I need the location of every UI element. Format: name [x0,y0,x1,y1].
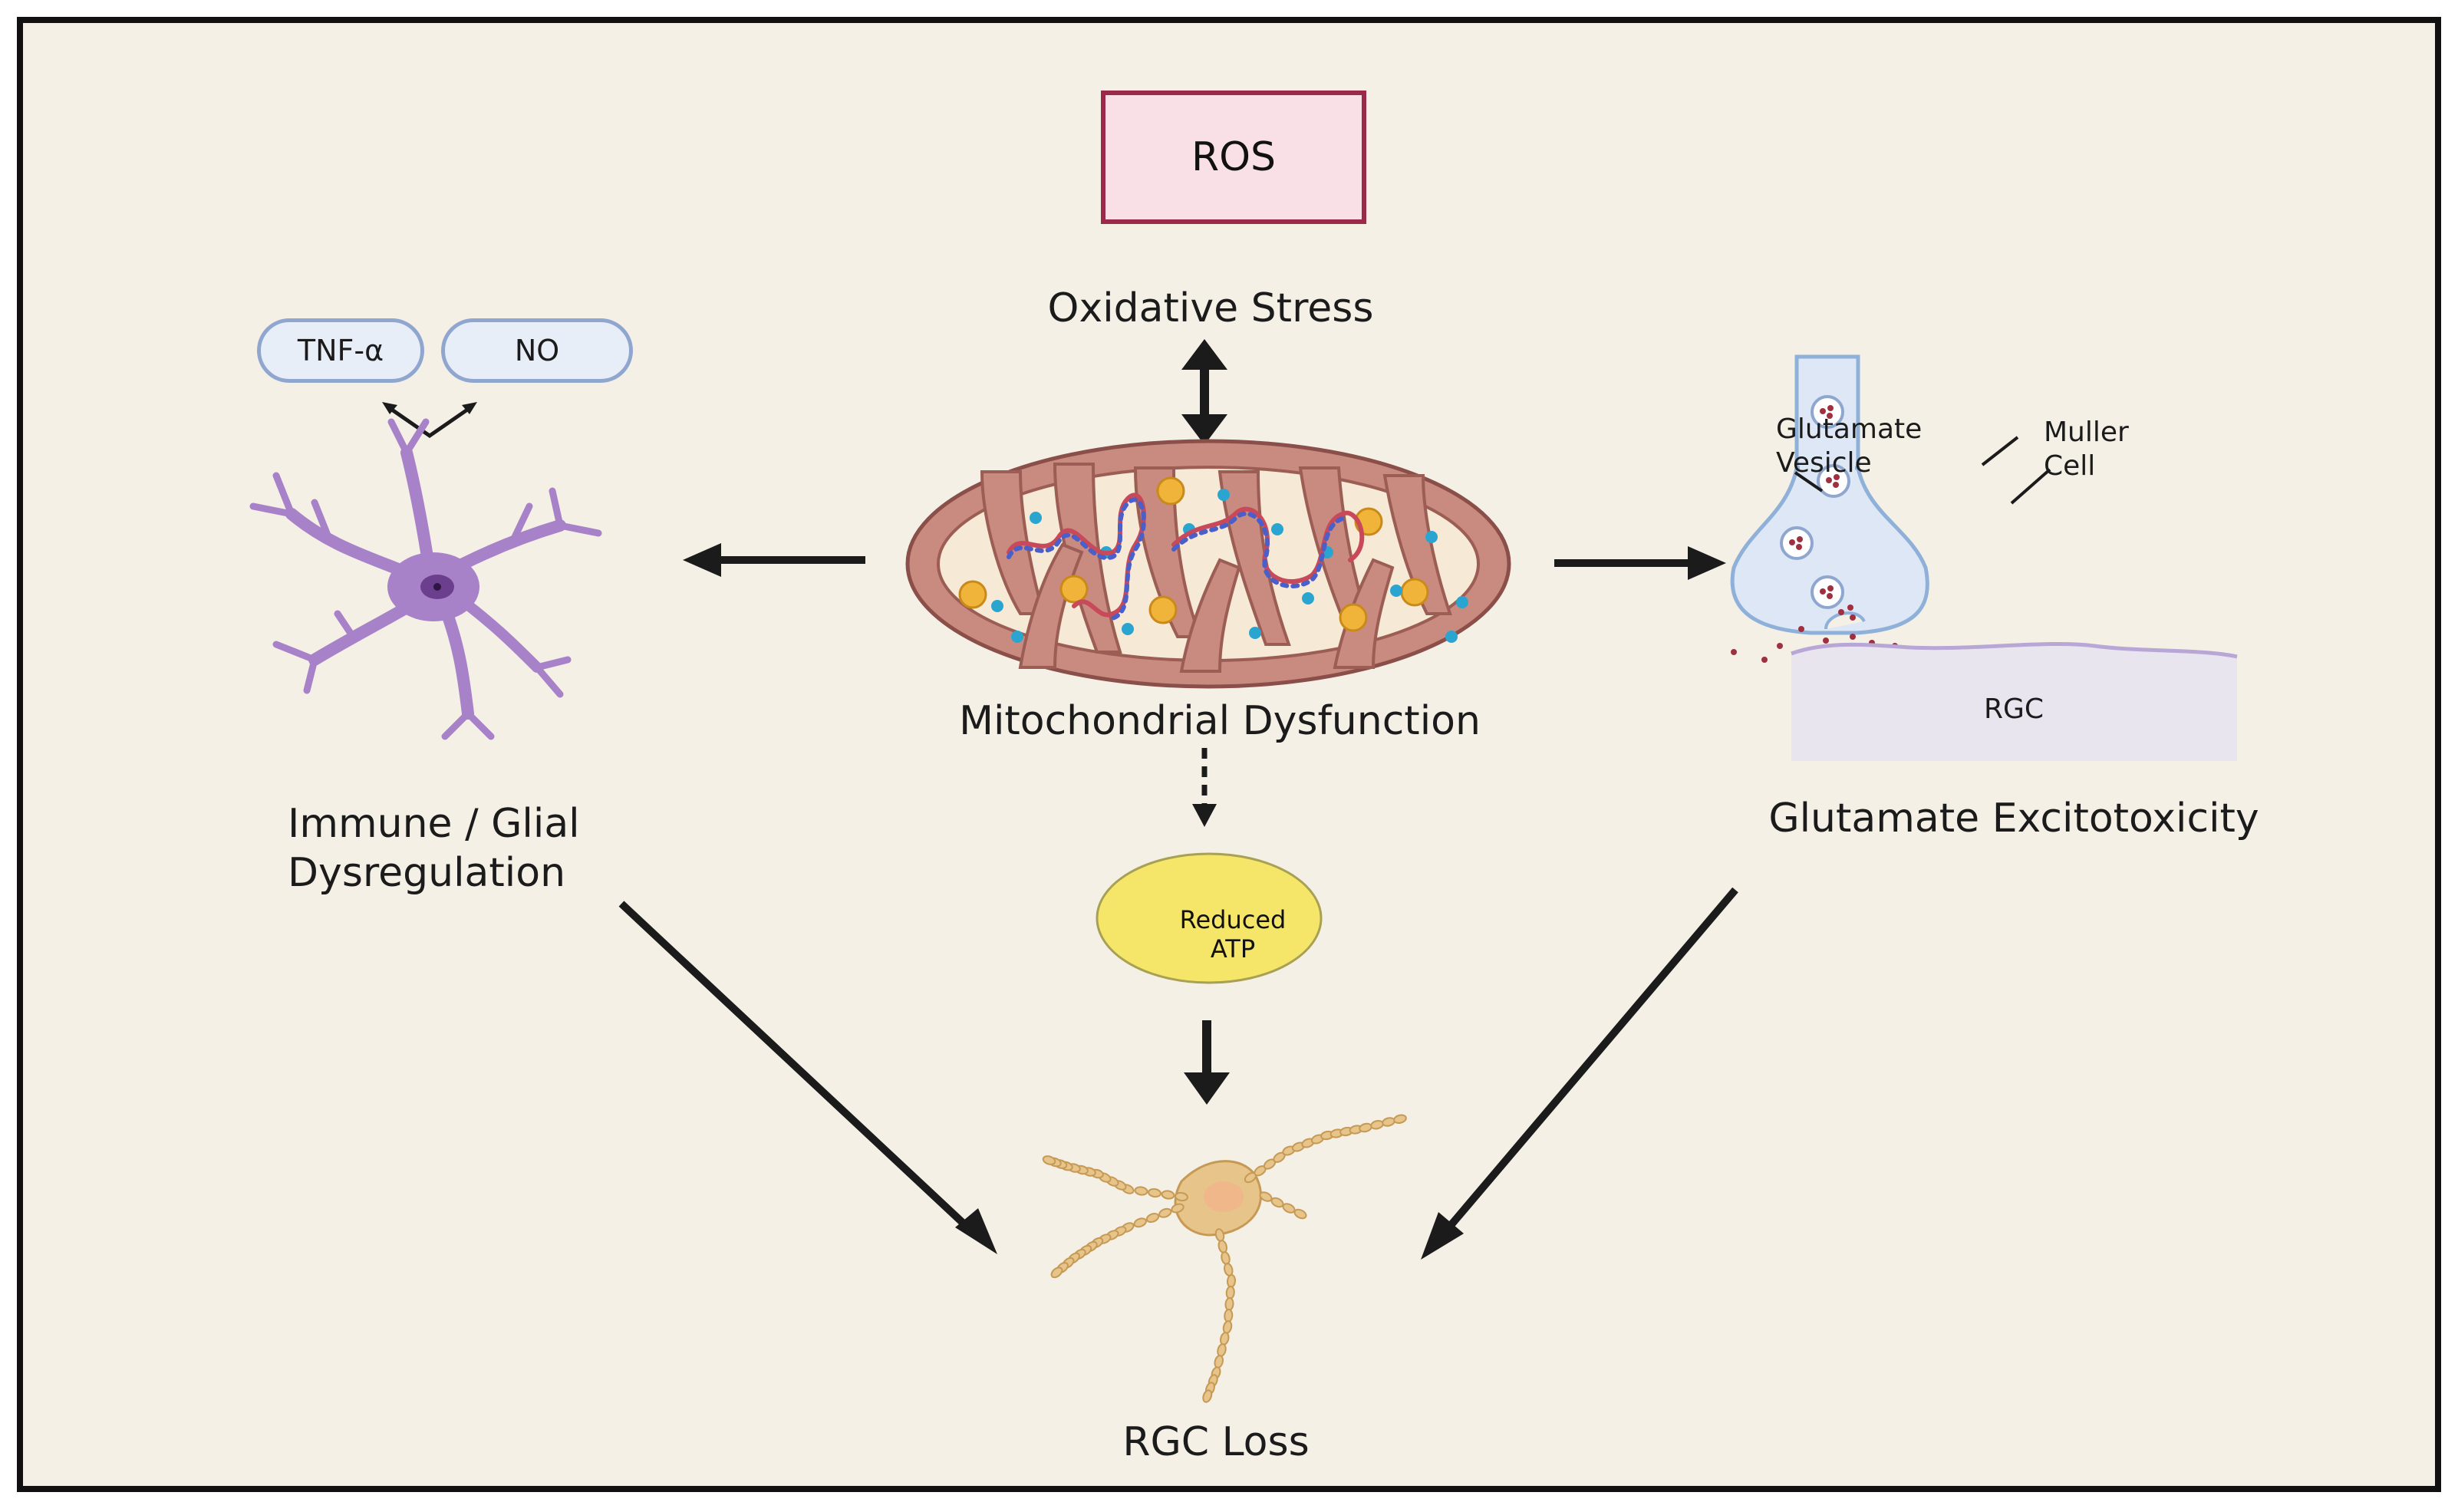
neurite-fragment [1221,1251,1231,1265]
neurite-fragment [1145,1213,1160,1223]
neurite-fragment [1293,1208,1307,1220]
no-label: NO [514,334,560,367]
atp-line-2: ATP [1210,934,1256,964]
atp-line-1: Reduced [1179,905,1287,934]
reduced-atp-label: Reduced ATP [1117,867,1349,1002]
tnf-label: TNF-α [297,334,384,367]
glutamate-vesicle-label: Glutamate Vesicle [1776,413,1922,480]
neurite-fragment [1158,1207,1172,1218]
neurite-fragment [1226,1274,1237,1288]
muller-line-1: Muller [2044,417,2129,448]
neurite-fragment [1148,1188,1161,1198]
double-arrow [1181,339,1227,445]
arrow-glutamate-to-rgc-loss [1421,887,1738,1260]
neurite-fragment [1171,1203,1185,1214]
neurite-fragment [1134,1186,1148,1196]
neurite-fragment [1359,1122,1372,1133]
glutamate-excitotoxicity-label: Glutamate Excitotoxicity [1768,796,2259,842]
neurite-fragment [1050,1267,1063,1279]
neurite-fragment [1370,1120,1384,1130]
rgc-loss-label: RGC Loss [1122,1419,1310,1465]
neurite-fragment [1224,1297,1234,1311]
atp-ellipse [1096,852,1323,984]
neurite-fragment [1214,1355,1224,1369]
arrow-to-glutamate [1554,546,1726,580]
ros-label: ROS [1191,134,1277,180]
vesicle-line-2: Vesicle [1776,447,1872,479]
oxidative-stress-label: Oxidative Stress [1047,285,1374,331]
neurite-fragment [1222,1320,1233,1334]
neurite-fragment [1393,1114,1407,1124]
muller-cell-label: Muller Cell [2044,416,2129,483]
neurite-fragment [1382,1117,1395,1127]
neurite-fragment [1133,1217,1147,1228]
muller-line-2: Cell [2044,450,2096,482]
neurite-fragment [1161,1190,1175,1200]
degenerating-neuron-icon [1174,1160,1263,1237]
neurite-fragment [1175,1191,1188,1202]
diagram-canvas [249,339,2238,1403]
neurite-fragment [1202,1389,1213,1403]
muller-cell-icon [1730,354,2051,663]
neurite-fragment [1225,1286,1235,1300]
neuron-fragments [1042,1114,1407,1403]
rgc-membrane [1791,642,2238,761]
branch-arrows [382,402,477,439]
ros-box: ROS [1101,91,1366,224]
arrow-to-immune [683,543,865,577]
vesicle-line-1: Glutamate [1776,413,1923,445]
immune-line-1: Immune / Glial [288,801,580,847]
tnf-alpha-pill: TNF-α [257,318,424,383]
diagram-frame: ROS Oxidative Stress Mitochondrial Dysfu… [17,17,2441,1492]
neurite-fragment [1042,1155,1056,1165]
neurite-fragment [1217,1240,1227,1253]
no-pill: NO [441,318,633,383]
immune-line-2: Dysregulation [288,850,566,896]
neurite-fragment [1217,1343,1227,1357]
mitochondrial-dysfunction-label: Mitochondrial Dysfunction [959,698,1481,744]
arrow-immune-to-rgc-loss [618,901,997,1254]
mitochondrion-icon [905,439,1511,689]
neurite-fragment [1220,1332,1230,1346]
immune-glial-label: Immune / Glial Dysregulation [288,799,580,898]
dotted-arrow-to-atp [1192,748,1217,827]
rgc-label: RGC [1983,693,2044,725]
neurite-fragment [1224,1309,1234,1323]
arrow-atp-to-rgc [1184,1020,1230,1105]
